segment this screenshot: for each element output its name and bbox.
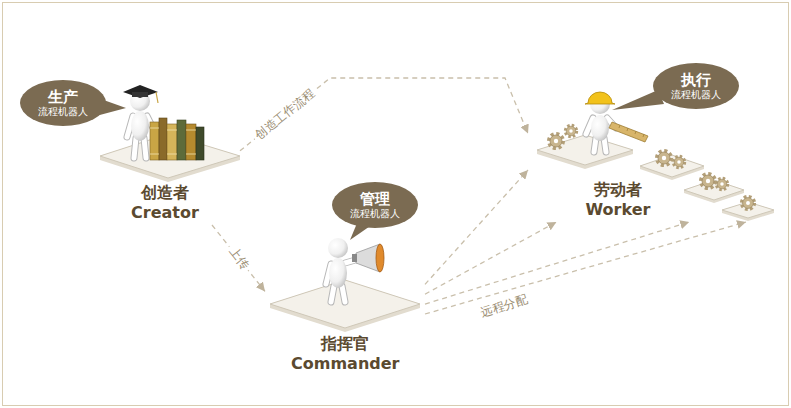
edge-label: 上传 — [224, 242, 254, 274]
commander-figure — [376, 244, 384, 272]
worker-figure — [604, 138, 606, 152]
worker-figure — [635, 131, 636, 134]
worker-figure — [585, 92, 615, 104]
creator-figure — [159, 118, 167, 160]
role-title: 指挥官 — [291, 334, 399, 354]
creator-figure — [144, 138, 146, 158]
creator-figure — [134, 138, 136, 158]
worker-figure — [565, 125, 576, 136]
edge-label: 创造工作流程 — [250, 84, 320, 144]
commander-figure — [270, 280, 420, 328]
worker-figure — [591, 115, 609, 141]
commander-figure — [342, 286, 345, 302]
role-title: 管理 — [350, 190, 400, 208]
commander-figure — [329, 258, 347, 288]
commander-figure — [342, 286, 345, 302]
role-title: 执行 — [671, 71, 721, 89]
creator-figure — [150, 154, 159, 155]
worker-figure — [643, 134, 644, 137]
worker-figure — [673, 156, 684, 167]
creator-figure — [167, 154, 177, 155]
role-subtitle: 流程机器人 — [38, 106, 88, 118]
speech-bubble: 生产流程机器人 — [20, 80, 106, 126]
speech-bubble: 执行流程机器人 — [653, 63, 739, 109]
role-subtitle: 流程机器人 — [350, 208, 400, 220]
bubble-tail — [96, 90, 664, 240]
worker-figure — [609, 122, 648, 142]
creator-figure — [150, 128, 196, 154]
commander-figure — [331, 286, 334, 302]
role-box: 创造者Creator — [100, 85, 240, 225]
commander-figure — [270, 280, 420, 332]
worker-figure — [619, 125, 620, 128]
role-box: 指挥官Commander — [265, 235, 425, 376]
creator-figure — [167, 124, 177, 160]
creator-figure — [100, 85, 240, 182]
worker-figure — [604, 138, 606, 152]
worker-figure — [537, 135, 633, 165]
creator-figure — [144, 138, 146, 158]
edge-label: 远程分配 — [476, 292, 532, 322]
worker-figure — [594, 138, 596, 152]
creator-figure — [177, 120, 186, 160]
creator-figure — [196, 127, 204, 160]
creator-figure — [123, 85, 158, 98]
creator-figure — [150, 122, 159, 160]
creator-figure — [186, 154, 196, 155]
worker-figure — [594, 138, 596, 152]
commander-figure — [270, 238, 420, 332]
creator-figure — [150, 128, 159, 129]
worker-figure — [657, 151, 671, 165]
text-group: 生产流程机器人 — [38, 88, 88, 118]
speech-bubble: 管理流程机器人 — [332, 182, 418, 228]
worker-figure — [627, 128, 628, 131]
connector — [425, 222, 746, 314]
commander-figure — [352, 254, 357, 262]
creator-figure — [130, 91, 150, 111]
worker-figure — [701, 174, 715, 188]
role-title: 创造者 — [131, 183, 199, 203]
commander-figure — [328, 238, 348, 258]
connector — [425, 222, 689, 304]
role-title: 生产 — [38, 88, 88, 106]
role-box: 劳动者Worker — [528, 118, 765, 222]
worker-figure — [742, 197, 755, 210]
text-group: 指挥官Commander — [291, 334, 399, 374]
commander-figure — [326, 259, 359, 302]
creator-figure — [132, 92, 148, 97]
role-title: 劳动者 — [586, 180, 651, 200]
role-subtitle: 流程机器人 — [671, 89, 721, 101]
connector — [425, 222, 556, 294]
commander-figure — [331, 286, 334, 302]
creator-figure — [134, 138, 136, 158]
text-group: 管理流程机器人 — [350, 190, 400, 220]
creator-figure — [186, 130, 196, 131]
text-group: 创造者Creator — [131, 183, 199, 223]
text-group: 劳动者Worker — [586, 180, 651, 220]
creator-figure — [186, 124, 196, 160]
role-subtitle: Commander — [291, 354, 399, 374]
creator-figure — [156, 92, 158, 103]
connector — [212, 225, 265, 291]
worker-figure — [549, 134, 563, 148]
connector — [240, 78, 528, 151]
worker-figure — [537, 92, 774, 221]
text-group: 执行流程机器人 — [671, 71, 721, 101]
page-border — [3, 3, 789, 406]
worker-figure — [716, 178, 727, 189]
creator-figure — [167, 130, 177, 131]
creator-figure — [131, 111, 149, 141]
worker-figure — [619, 125, 644, 137]
role-subtitle: Creator — [131, 203, 199, 223]
worker-figure — [537, 135, 633, 169]
connector — [425, 170, 528, 284]
role-subtitle: Worker — [586, 200, 651, 220]
commander-figure — [326, 259, 359, 302]
